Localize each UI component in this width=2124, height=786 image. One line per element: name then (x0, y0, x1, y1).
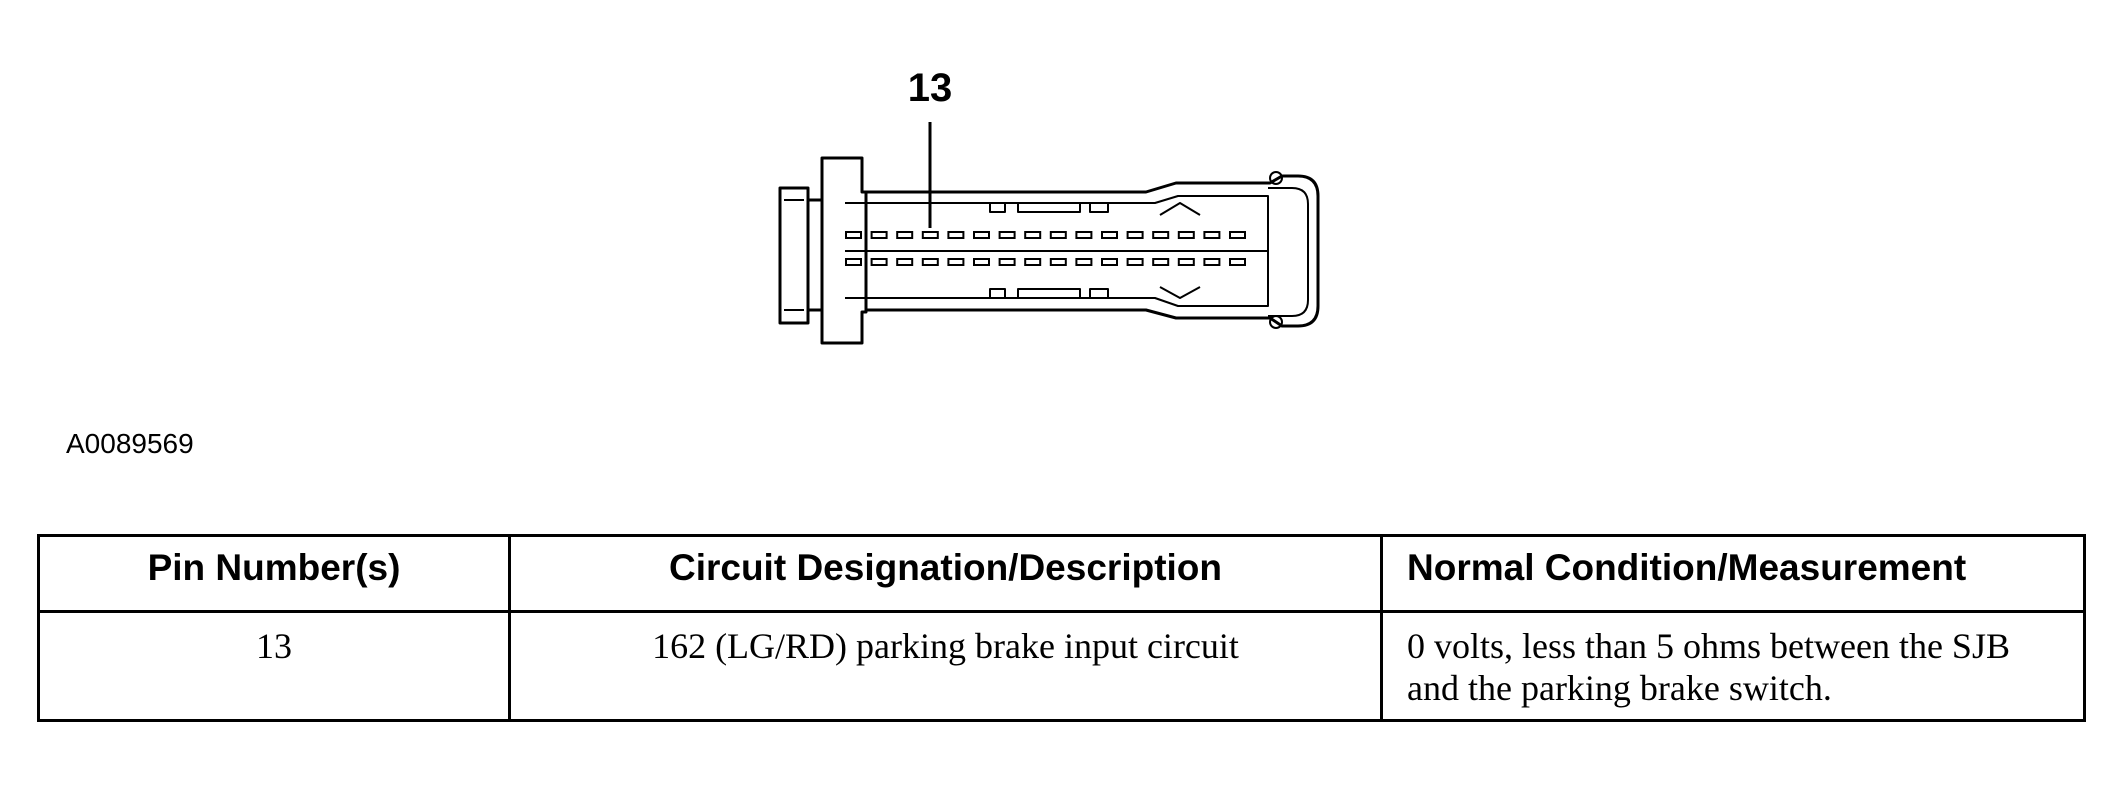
connector-flange (820, 156, 868, 345)
header-circuit: Circuit Designation/Description (508, 534, 1383, 613)
pin-cavity (921, 258, 939, 266)
pin-cavity (947, 258, 965, 266)
pin-cavity (1024, 258, 1042, 266)
connector-left-latch (778, 186, 810, 325)
pin-cavity (845, 258, 862, 266)
table-row: 13 162 (LG/RD) parking brake input circu… (37, 610, 2086, 722)
pin-cavity (870, 258, 888, 266)
cell-circuit: 162 (LG/RD) parking brake input circuit (508, 610, 1383, 722)
pin-cavity (1126, 231, 1144, 239)
pin-cavity (1229, 231, 1246, 239)
pin-cavity (1203, 231, 1221, 239)
cell-pin: 13 (37, 610, 511, 722)
pin-cavity (1203, 258, 1221, 266)
pin-cavity (1177, 231, 1195, 239)
pin-cavity (1049, 231, 1067, 239)
header-condition: Normal Condition/Measurement (1380, 534, 2086, 613)
pin-cavity (998, 231, 1016, 239)
pin-cavity (870, 231, 888, 239)
pin-cavity (845, 231, 862, 239)
header-pin-number: Pin Number(s) (37, 534, 511, 613)
pin-cavity (1101, 231, 1118, 239)
pin-cavity (1049, 258, 1067, 266)
pin-cavity (1024, 231, 1042, 239)
pin-cavity (1075, 258, 1093, 266)
pin-cavity (1229, 258, 1246, 266)
pin-cavities (845, 231, 1246, 266)
pin-cavity (973, 231, 990, 239)
pin-cavity (1101, 258, 1118, 266)
pin-callout-label: 13 (907, 66, 953, 110)
pin-cavity (1126, 258, 1144, 266)
figure-id: A0089569 (66, 428, 194, 459)
table-header-row: Pin Number(s) Circuit Designation/Descri… (37, 534, 2086, 613)
pin-cavity (1152, 231, 1170, 239)
pin-cavity (998, 258, 1016, 266)
pin-cavity (973, 258, 990, 266)
pin-cavity (1177, 258, 1195, 266)
pin-cavity (1152, 258, 1170, 266)
pin-cavity (921, 231, 939, 239)
cell-condition: 0 volts, less than 5 ohms between the SJ… (1380, 610, 2086, 722)
pin-cavity (1075, 231, 1093, 239)
pin-cavity (896, 231, 914, 239)
pin-cavity (947, 231, 965, 239)
pin-cavity (896, 258, 914, 266)
pin-table: Pin Number(s) Circuit Designation/Descri… (37, 534, 2086, 722)
connector-end-cap (1268, 187, 1309, 317)
connector-body (866, 174, 1320, 328)
